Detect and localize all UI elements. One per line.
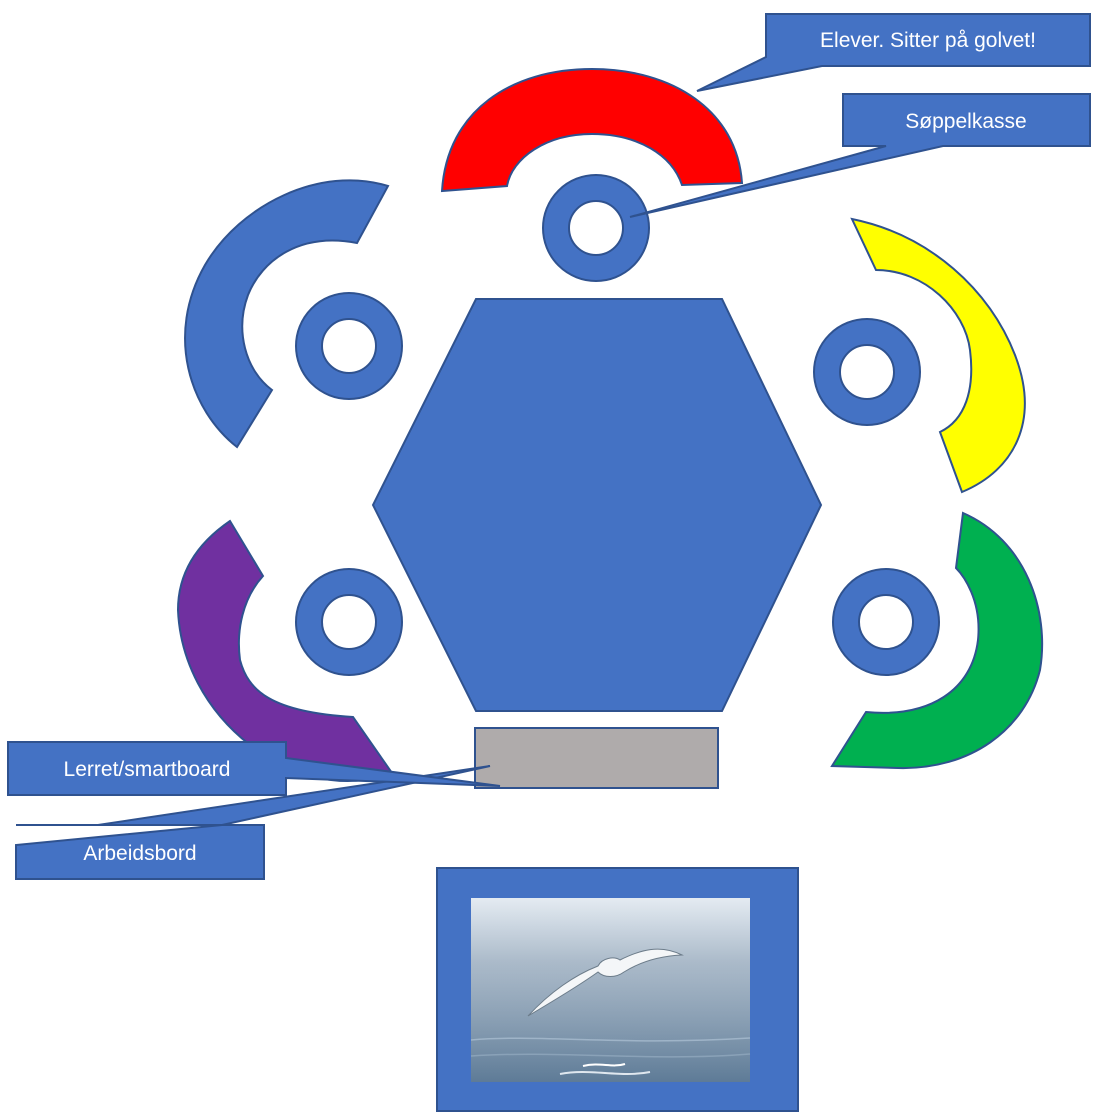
callout-students-text: Elever. Sitter på golvet! [820,29,1036,52]
smartboard [436,867,799,1112]
callout-worktable-text: Arbeidsbord [83,842,196,865]
callout-trash-text: Søppelkasse [905,110,1026,133]
seating-arc-top [440,67,744,193]
trash-bin-lower-left [295,568,403,676]
central-hexagon-table [371,298,823,712]
trash-bin-top [542,174,650,282]
callout-students: Elever. Sitter på golvet! [696,13,1091,92]
callout-screen: Lerret/smartboard [7,741,501,796]
callout-worktable: Arbeidsbord [15,765,491,880]
work-table [474,727,719,789]
seating-arc-upper-left [184,179,390,449]
callout-screen-text: Lerret/smartboard [64,758,231,781]
seagull-photo [470,898,751,1082]
trash-bin-upper-left [295,292,403,400]
trash-bin-lower-right [832,568,940,676]
callout-trash: Søppelkasse [629,93,1091,218]
seagull-icon [527,948,684,1017]
seating-arc-upper-right [850,217,1026,494]
trash-bin-upper-right [813,318,921,426]
seating-arc-lower-right [830,511,1044,770]
